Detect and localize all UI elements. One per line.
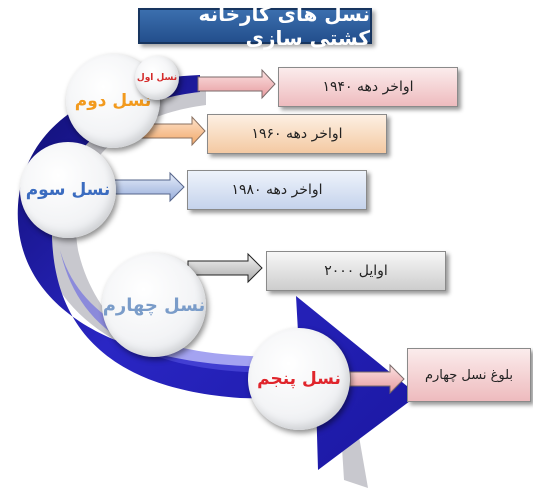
arrow-gen3 — [110, 171, 185, 203]
arrow-gen4 — [187, 252, 263, 284]
arrow-gen1 — [197, 68, 276, 100]
period-box-gen5: بلوغ نسل چهارم — [407, 348, 531, 402]
generation-circle-1: نسل اول — [135, 56, 179, 100]
period-box-gen4: اوایل ۲۰۰۰ — [266, 251, 446, 291]
diagram-title: نسل های کارخانه کشتی سازی — [138, 2, 372, 50]
generation-circle-4: نسل چهارم — [102, 253, 206, 357]
generation-circle-3: نسل سوم — [20, 142, 116, 238]
period-box-gen2: اواخر دهه ۱۹۶۰ — [207, 114, 387, 154]
period-box-gen3: اواخر دهه ۱۹۸۰ — [187, 170, 367, 210]
arrow-gen5 — [349, 363, 405, 395]
generation-circle-5: نسل پنجم — [248, 328, 350, 430]
period-box-gen1: اواخر دهه ۱۹۴۰ — [278, 67, 458, 107]
